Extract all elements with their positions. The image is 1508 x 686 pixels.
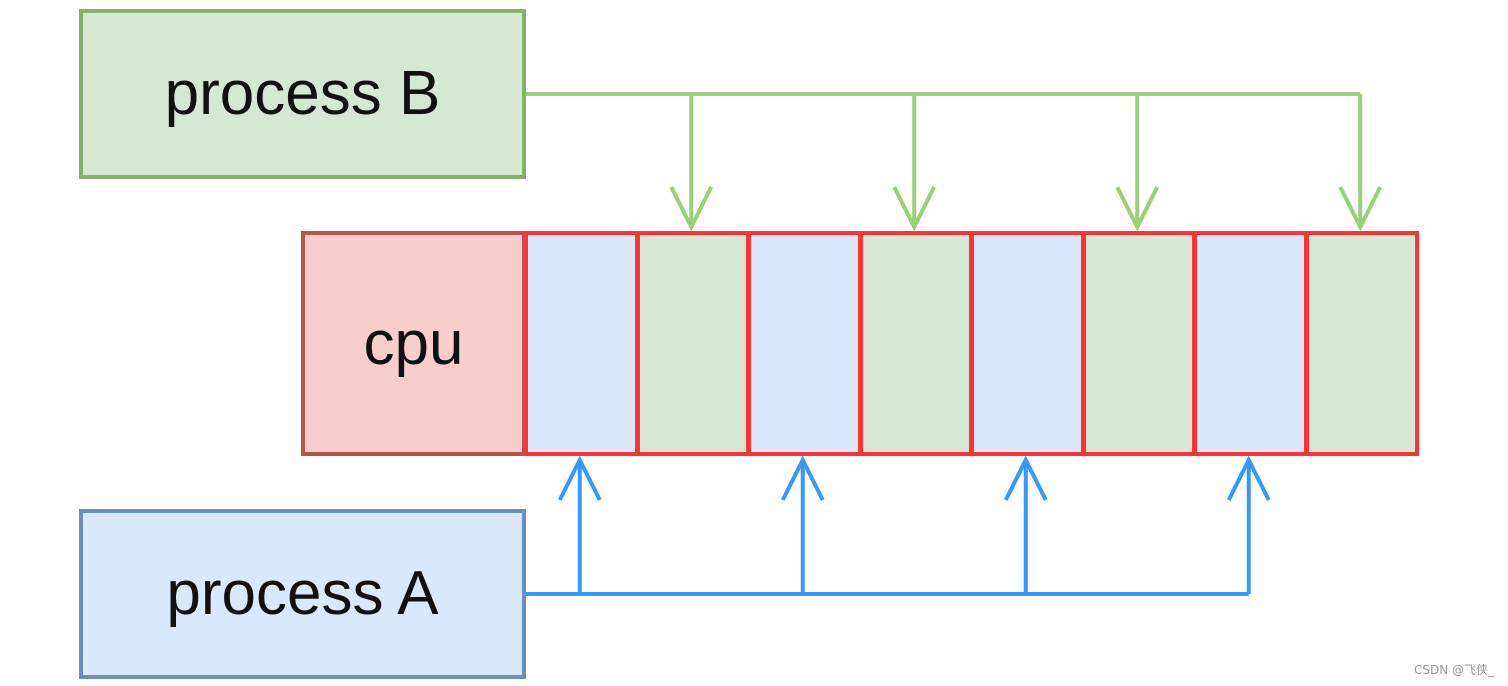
process-b-arrow-head bbox=[1338, 186, 1383, 232]
process-b-arrow-head bbox=[669, 186, 714, 232]
watermark: CSDN @飞侠_ bbox=[1413, 663, 1494, 677]
process-a-arrow-head bbox=[557, 455, 602, 501]
timeline-slot-a bbox=[747, 231, 862, 456]
timeline-slot-b bbox=[635, 231, 750, 456]
cpu-box: cpu bbox=[301, 231, 526, 456]
process-b-arrow-head bbox=[892, 186, 937, 232]
process-a-box: process A bbox=[79, 509, 526, 679]
process-b-arrow-head bbox=[1115, 186, 1160, 232]
timeline-slot-b bbox=[858, 231, 973, 456]
timeline-slot-a bbox=[1193, 231, 1308, 456]
timeline-slot-a bbox=[970, 231, 1085, 456]
process-b-label: process B bbox=[164, 59, 441, 128]
timeline-slot-a bbox=[524, 231, 639, 456]
process-b-box: process B bbox=[79, 9, 526, 179]
process-a-arrow-head bbox=[1003, 455, 1048, 501]
timeline-slot-b bbox=[1081, 231, 1196, 456]
process-a-arrow-head bbox=[1226, 455, 1271, 501]
process-a-label: process A bbox=[166, 559, 439, 628]
cpu-label: cpu bbox=[363, 308, 464, 378]
timeline-slot-b bbox=[1304, 231, 1419, 456]
process-a-arrow-head bbox=[780, 455, 825, 501]
